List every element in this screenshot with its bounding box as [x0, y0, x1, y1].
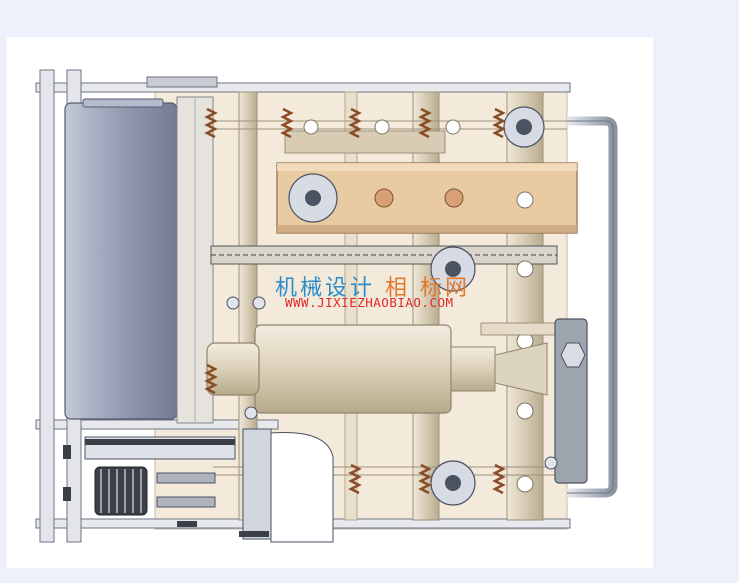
motor-body — [64, 102, 178, 420]
hole-column — [516, 191, 534, 493]
main-cylinder — [206, 324, 548, 414]
gearbox — [84, 428, 334, 543]
flange-roller-left — [288, 173, 338, 223]
roller-hole-2 — [444, 188, 464, 208]
shaft-3 — [506, 91, 544, 521]
springs — [204, 107, 506, 495]
mechanism-drawing — [35, 69, 618, 543]
watermark-title-accent: 相 标网 — [385, 276, 471, 301]
cad-viewport[interactable]: 机械设计 相 标网 WWW.JIXIEZHAOBIAO.COM — [7, 37, 653, 568]
screw-heads — [226, 296, 558, 470]
watermark-url: WWW.JIXIEZHAOBIAO.COM — [285, 295, 454, 310]
drive-chain — [210, 245, 558, 265]
flange-center — [430, 246, 476, 292]
flange-bottom — [430, 460, 476, 506]
top-rail — [35, 82, 571, 93]
roller-hole-1 — [374, 188, 394, 208]
watermark-title: 机械设计 相 标网 — [275, 270, 470, 302]
watermark-title-main: 机械设计 — [275, 276, 376, 301]
flange-top-right — [503, 106, 545, 148]
middle-rail — [35, 419, 279, 430]
left-bar-1 — [39, 69, 55, 543]
hex-nut-bracket — [554, 318, 588, 484]
gear-cluster — [94, 466, 216, 516]
